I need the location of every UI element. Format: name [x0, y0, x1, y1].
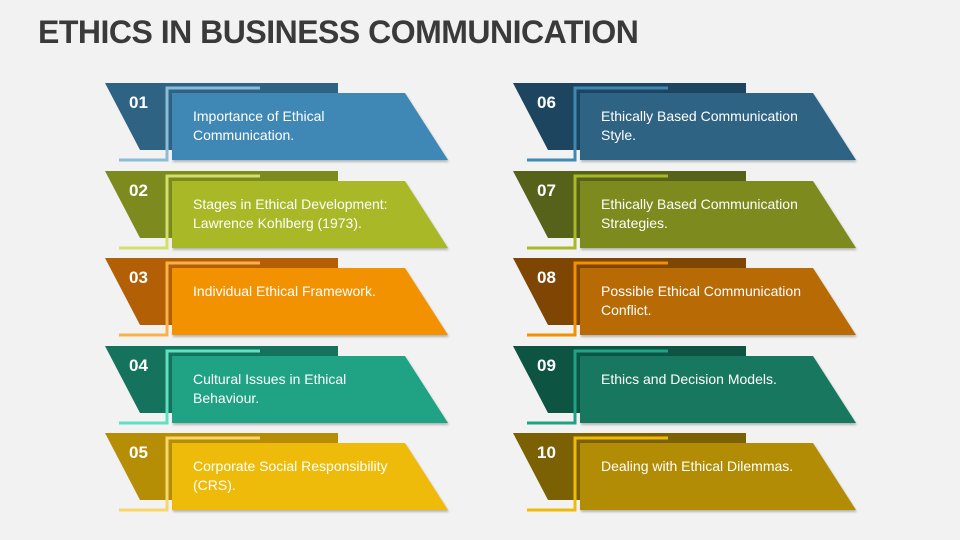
item-text: Ethics and Decision Models. [601, 370, 777, 387]
accent-line [119, 349, 260, 424]
item-number: 02 [129, 180, 148, 200]
item-text: Dealing with Ethical Dilemmas. [601, 458, 794, 474]
item-shape [105, 258, 448, 337]
accent-line [527, 261, 668, 337]
front-parallelogram [580, 93, 856, 160]
item-text: Individual Ethical Framework. [193, 283, 376, 299]
item-number: 03 [129, 268, 148, 287]
item-shape [105, 170, 448, 249]
front-parallelogram [580, 443, 856, 510]
front-parallelogram [172, 355, 448, 423]
accent-line [119, 261, 260, 337]
front-parallelogram [580, 268, 856, 335]
accent-line [527, 349, 668, 424]
item-text: Stages in Ethical Development: Lawrence … [193, 195, 388, 231]
front-parallelogram [172, 268, 448, 335]
item-text: Ethically Based Communication Style. [601, 108, 798, 143]
front-parallelogram [172, 180, 448, 248]
accent-line [119, 174, 260, 249]
item-number: 01 [129, 93, 148, 112]
item-text: Corporate Social Responsibility (CRS). [193, 458, 388, 493]
item-number: 05 [129, 443, 148, 462]
item-number: 06 [537, 93, 556, 112]
item-text: Possible Ethical Communication Conflict. [601, 283, 801, 318]
item-shape [513, 433, 856, 512]
front-parallelogram [172, 443, 448, 510]
accent-line [527, 436, 668, 512]
item-text: Cultural Issues in Ethical Behaviour. [193, 370, 347, 406]
page-title: ETHICS IN BUSINESS COMMUNICATION [38, 14, 639, 50]
item-shape [513, 345, 856, 424]
front-parallelogram [580, 180, 856, 248]
item-shape [513, 170, 856, 249]
item-number: 09 [537, 355, 556, 375]
accent-line [119, 436, 260, 512]
accent-line [527, 86, 668, 162]
item-number: 07 [537, 180, 556, 200]
front-parallelogram [580, 355, 856, 423]
item-number: 10 [537, 443, 556, 462]
item-shape [105, 345, 448, 424]
item-shape [105, 433, 448, 512]
item-number: 04 [129, 355, 148, 375]
accent-line [119, 86, 260, 162]
item-text: Ethically Based Communication Strategies… [601, 195, 798, 231]
item-text: Importance of Ethical Communication. [193, 108, 325, 143]
item-shape [105, 83, 448, 162]
item-shape [513, 83, 856, 162]
item-number: 08 [537, 268, 556, 287]
front-parallelogram [172, 93, 448, 160]
item-shape [513, 258, 856, 337]
accent-line [527, 174, 668, 249]
